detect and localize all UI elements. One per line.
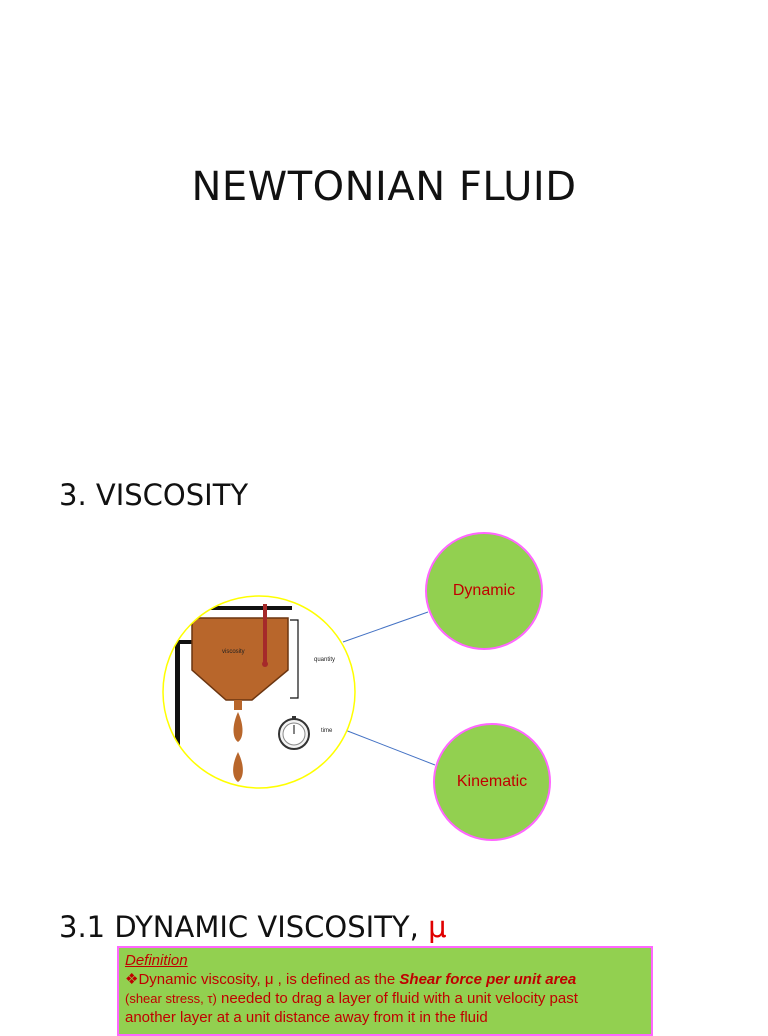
definition-shear-stress: (shear stress, τ) — [125, 991, 217, 1006]
definition-title: Definition — [125, 952, 188, 969]
node-dynamic — [425, 532, 543, 650]
viscometer-illustration — [175, 604, 310, 788]
definition-line-2: (shear stress, τ) needed to drag a layer… — [125, 989, 645, 1008]
drop-1 — [233, 712, 243, 742]
viscosity-diagram-svg: viscosity quantity time — [162, 532, 551, 841]
mu-symbol: μ — [428, 910, 447, 944]
definition-line-1-prefix: ❖Dynamic viscosity, μ , is defined as th… — [125, 971, 400, 988]
node-kinematic-label: Kinematic — [456, 773, 528, 790]
definition-line-2-rest: needed to drag a layer of fluid with a u… — [216, 990, 578, 1007]
definition-line-1: ❖Dynamic viscosity, μ , is defined as th… — [125, 970, 645, 989]
connector-kinematic — [344, 729, 436, 766]
connector-dynamic — [342, 611, 429, 643]
node-kinematic — [433, 723, 551, 841]
definition-line-3: another layer at a unit distance away fr… — [125, 1009, 488, 1026]
illustration-border — [162, 595, 356, 789]
time-label: time — [321, 728, 333, 734]
quantity-label: quantity — [314, 657, 335, 663]
section-heading-viscosity: 3. VISCOSITY — [59, 478, 249, 512]
tank-label: viscosity — [222, 649, 245, 655]
slide-title: NEWTONIAN FLUID — [191, 164, 577, 210]
dynamic-viscosity-heading-text: 3.1 DYNAMIC VISCOSITY, — [59, 910, 429, 944]
node-dynamic-label: Dynamic — [452, 582, 516, 599]
stopwatch-icon — [278, 716, 310, 750]
viscosity-diagram: viscosity quantity time Dynamic Kinemati… — [0, 520, 768, 850]
quantity-bracket — [290, 619, 299, 699]
definition-box: Definition ❖Dynamic viscosity, μ , is de… — [117, 946, 653, 1036]
thermometer-icon — [263, 604, 267, 662]
definition-emphasis: Shear force per unit area — [399, 971, 577, 988]
section-heading-dynamic-viscosity: 3.1 DYNAMIC VISCOSITY, μ — [59, 910, 447, 944]
drop-2 — [233, 752, 243, 782]
